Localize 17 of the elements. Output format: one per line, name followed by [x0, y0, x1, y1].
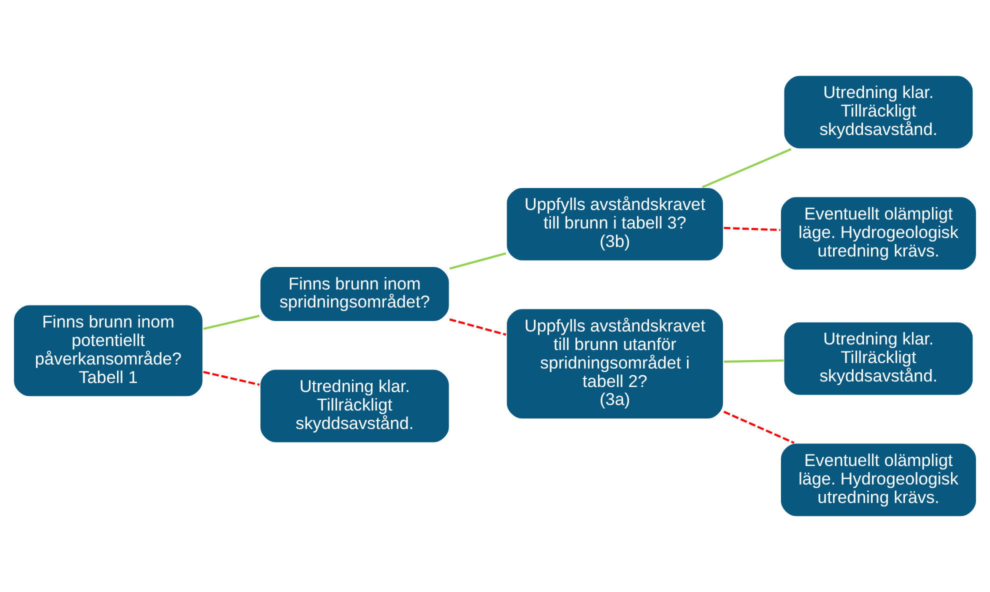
connector: [724, 359, 784, 363]
node-box: Eventuellt olämpligt läge. Hydrogeologisk utredning krävs.: [780, 442, 978, 518]
connector: [449, 252, 506, 270]
node-box: Utredning klar. Tillräckligt skyddsavstånd.: [782, 321, 974, 396]
node-box: Uppfylls avståndskravet till brunn utanför spridningsområdet i tabell 2? (3a): [506, 308, 724, 420]
connector: [203, 314, 260, 330]
node-box: Uppfylls avståndskravet till brunn i tabell 3? (3b): [506, 186, 724, 262]
node-box: Utredning klar. Tillräckligt skyddsavstånd.: [259, 368, 450, 444]
connector: [203, 370, 260, 386]
node-box: Finns brunn inom spridningsområdet?: [259, 266, 450, 322]
node-box: Finns brunn inom potentiellt påverkansområde? Tabell 1: [12, 304, 204, 398]
connector: [724, 226, 780, 232]
connector: [723, 410, 795, 444]
connector: [449, 318, 506, 336]
node-box: Eventuellt olämpligt läge. Hydrogeologisk utredning krävs.: [780, 196, 978, 271]
connector: [702, 148, 792, 188]
node-box: Utredning klar. Tillräckligt skyddsavstånd.: [782, 74, 974, 150]
